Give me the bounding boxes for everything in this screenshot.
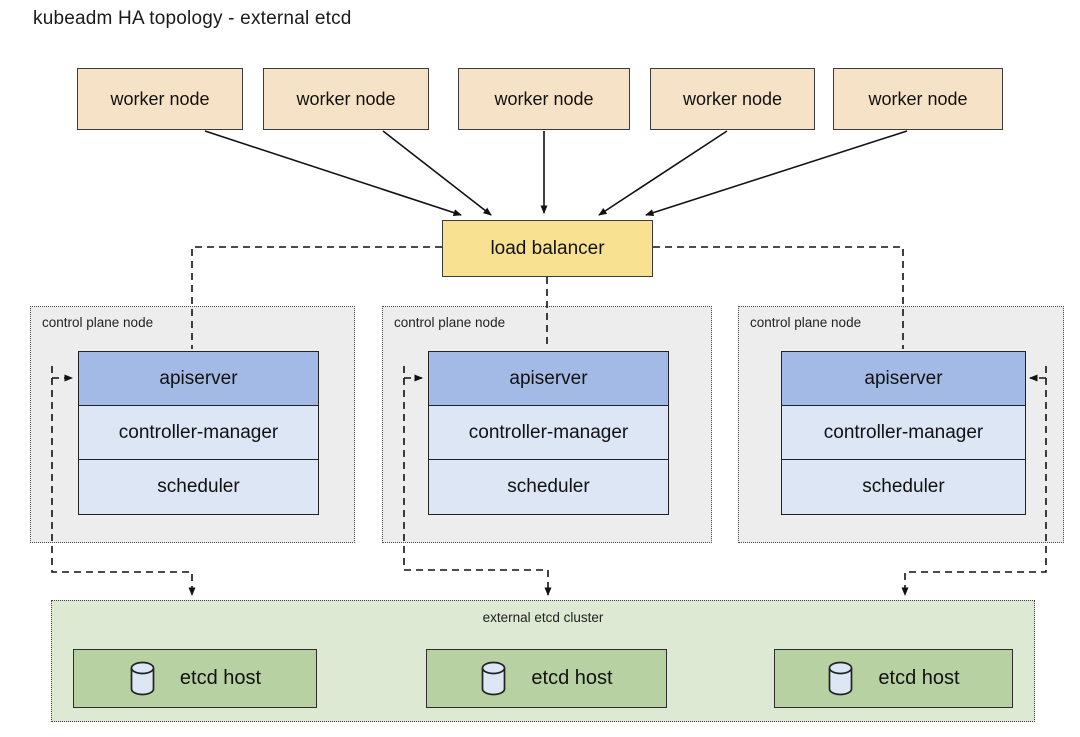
database-cylinder-icon (829, 661, 853, 695)
control-plane-node-label: control plane node (42, 315, 154, 330)
apiserver-box: apiserver (78, 351, 319, 407)
controller-manager-box: controller-manager (428, 405, 669, 462)
worker-node-box: worker node (458, 68, 630, 130)
worker-node-label: worker node (296, 88, 396, 109)
apiserver-label: apiserver (509, 368, 588, 389)
etcd-host-label: etcd host (878, 667, 960, 689)
control-plane-node-box: control plane node apiserver controller-… (30, 306, 355, 543)
etcd-host-label: etcd host (179, 667, 262, 689)
control-plane-component-stack: apiserver controller-manager scheduler (781, 351, 1026, 516)
controller-manager-label: controller-manager (118, 422, 279, 444)
control-plane-node-label: control plane node (394, 315, 506, 330)
controller-manager-label: controller-manager (823, 422, 984, 444)
apiserver-box: apiserver (781, 351, 1026, 407)
worker-node-label: worker node (494, 88, 594, 109)
controller-manager-label: controller-manager (468, 422, 629, 444)
worker-node-label: worker node (682, 88, 783, 109)
worker-node-label: worker node (110, 88, 210, 109)
worker-node-box: worker node (77, 68, 243, 130)
apiserver-label: apiserver (864, 368, 943, 389)
controller-manager-box: controller-manager (78, 405, 319, 462)
load-balancer-label: load balancer (490, 237, 605, 259)
apiserver-label: apiserver (159, 368, 238, 389)
worker-node-label: worker node (868, 88, 968, 109)
scheduler-box: scheduler (428, 459, 669, 516)
etcd-host-box: etcd host (426, 649, 667, 708)
control-plane-component-stack: apiserver controller-manager scheduler (78, 351, 319, 516)
scheduler-label: scheduler (862, 476, 945, 498)
diagram-title: kubeadm HA topology - external etcd (33, 8, 352, 29)
scheduler-box: scheduler (781, 459, 1026, 516)
load-balancer-box: load balancer (442, 220, 653, 277)
worker-node-box: worker node (833, 68, 1003, 130)
etcd-host-label: etcd host (531, 667, 613, 689)
etcd-host-box: etcd host (73, 649, 317, 708)
scheduler-label: scheduler (507, 476, 590, 498)
database-cylinder-icon (482, 661, 506, 695)
control-plane-component-stack: apiserver controller-manager scheduler (428, 351, 669, 516)
external-etcd-cluster-label: external etcd cluster (482, 610, 604, 625)
worker-node-box: worker node (263, 68, 429, 130)
controller-manager-box: controller-manager (781, 405, 1026, 462)
control-plane-node-label: control plane node (750, 315, 862, 330)
scheduler-label: scheduler (157, 476, 240, 498)
apiserver-box: apiserver (428, 351, 669, 407)
etcd-host-box: etcd host (774, 649, 1013, 708)
worker-to-lb-arrows (204, 130, 908, 217)
worker-node-box: worker node (650, 68, 815, 130)
database-cylinder-icon (130, 661, 155, 695)
control-plane-node-box: control plane node apiserver controller-… (382, 306, 712, 543)
external-etcd-cluster-box: external etcd cluster etcd host etcd hos… (51, 600, 1035, 722)
scheduler-box: scheduler (78, 459, 319, 516)
control-plane-node-box: control plane node apiserver controller-… (738, 306, 1064, 543)
